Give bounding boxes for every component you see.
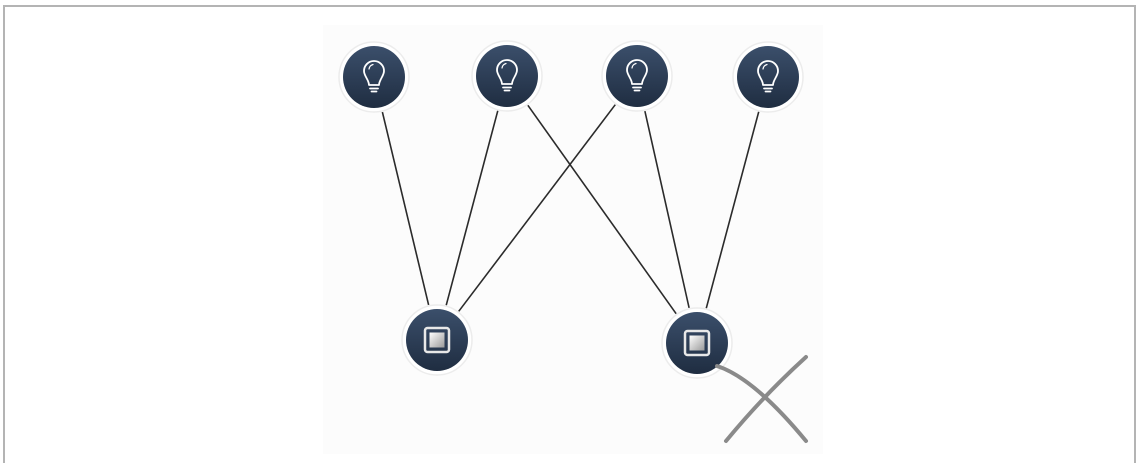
- lamp-node-1[interactable]: [338, 41, 410, 113]
- lightbulb-icon: [496, 59, 518, 92]
- lamp-node-3[interactable]: [601, 40, 673, 112]
- lightbulb-icon: [757, 60, 779, 93]
- connection-line: [445, 110, 499, 306]
- switch-node-2[interactable]: [661, 307, 733, 379]
- lamp-node-2[interactable]: [471, 40, 543, 112]
- lightbulb-icon: [363, 60, 385, 93]
- node-disc: [737, 46, 799, 108]
- lightbulb-icon: [626, 59, 648, 92]
- switch-node-1[interactable]: [401, 304, 473, 376]
- switch-icon: [683, 329, 711, 357]
- node-disc: [476, 45, 538, 107]
- switch-icon: [423, 326, 451, 354]
- connection-line: [527, 104, 677, 315]
- connection-line: [381, 111, 430, 306]
- connections: [381, 104, 760, 315]
- connection-line: [458, 104, 616, 312]
- connection-line: [644, 110, 690, 309]
- node-disc: [343, 46, 405, 108]
- nodes: [338, 40, 804, 379]
- removal-mark-layer: [715, 355, 808, 443]
- lamp-node-4[interactable]: [732, 41, 804, 113]
- connection-line: [705, 111, 760, 309]
- node-disc: [606, 45, 668, 107]
- cross-icon: [715, 355, 808, 443]
